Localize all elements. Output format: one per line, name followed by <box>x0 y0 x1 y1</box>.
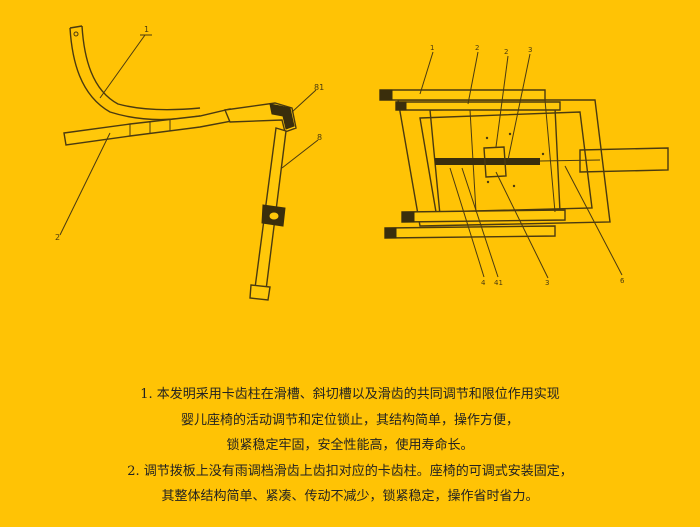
label-8: 8 <box>317 133 322 142</box>
label-r2: 2 <box>475 44 479 52</box>
description-line: 婴儿座椅的活动调节和定位锁止，其结构简单，操作方便， <box>180 412 519 428</box>
label-r4: 4 <box>481 279 486 287</box>
description-line: 锁紧稳定牢固，安全性能高，使用寿命长。 <box>226 438 474 453</box>
threaded-rod <box>435 158 540 165</box>
label-81: 81 <box>314 83 324 92</box>
label-r2b: 2 <box>504 48 508 56</box>
label-r3b: 3 <box>545 279 549 287</box>
description-text: 1. 本发明采用卡齿柱在滑槽、斜切槽以及滑齿的共同调节和限位作用实现 婴儿座椅的… <box>60 382 640 510</box>
label-r41: 41 <box>494 279 503 287</box>
extension-bar <box>579 147 669 173</box>
description-line: 1. 本发明采用卡齿柱在滑槽、斜切槽以及滑齿的共同调节和限位作用实现 <box>140 387 560 402</box>
label-r1: 1 <box>430 44 434 52</box>
label-2: 2 <box>55 233 60 242</box>
label-1: 1 <box>144 25 149 34</box>
label-r3: 3 <box>528 46 532 54</box>
label-r6: 6 <box>620 277 625 285</box>
description-line: 2. 调节拨板上没有雨调档滑齿上齿扣对应的卡齿柱。座椅的可调式安装固定， <box>127 463 573 479</box>
description-line: 其整体结构简单、紧凑、传动不减少，锁紧稳定，操作省时省力。 <box>161 489 539 504</box>
center-block <box>483 146 507 178</box>
